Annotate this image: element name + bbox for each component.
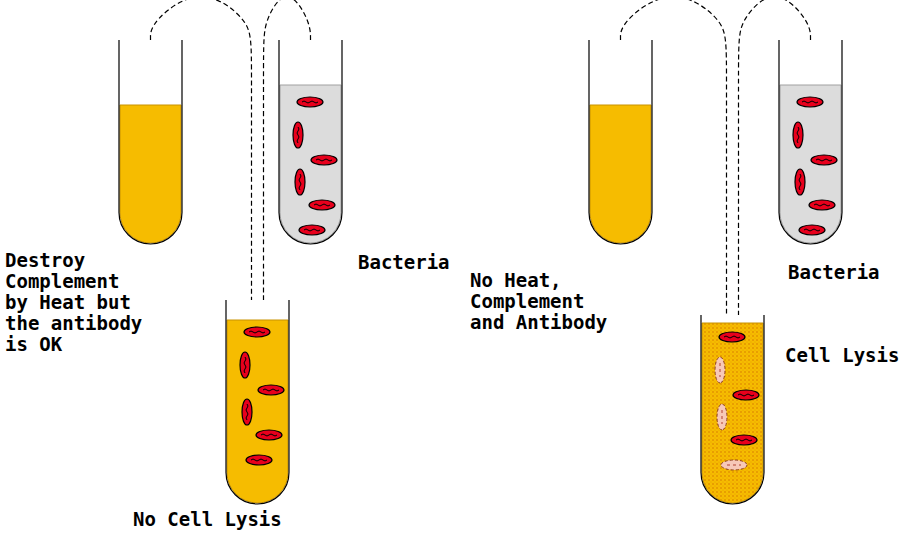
bacterium bbox=[311, 155, 337, 165]
bacterium bbox=[811, 155, 837, 165]
lysis-tube: Cell Lysis bbox=[700, 315, 765, 505]
test-tube bbox=[588, 40, 653, 245]
bacterium bbox=[242, 399, 252, 425]
liquid bbox=[590, 105, 651, 243]
tube-label: No Heat, Complement and Antibody bbox=[470, 270, 612, 333]
tube-label: Bacteria bbox=[358, 252, 450, 273]
bacterium bbox=[258, 385, 284, 395]
bacterium bbox=[809, 200, 835, 210]
bacterium bbox=[240, 352, 250, 378]
bacteria-tube: Bacteria bbox=[778, 40, 843, 245]
liquid bbox=[780, 85, 841, 243]
bacterium bbox=[309, 200, 335, 210]
bacterium bbox=[793, 122, 803, 148]
tube-outline bbox=[119, 40, 182, 244]
bacterium bbox=[244, 327, 270, 337]
mix-tube: No Cell Lysis bbox=[225, 300, 290, 505]
tube-outline bbox=[279, 40, 342, 244]
tube-label: Bacteria bbox=[788, 262, 880, 283]
bacterium bbox=[256, 430, 282, 440]
label-holder: Destroy Complement by Heat but the antib… bbox=[5, 250, 147, 355]
bacteria-tube: Bacteria bbox=[278, 40, 343, 245]
tube-label: Destroy Complement by Heat but the antib… bbox=[5, 250, 147, 355]
label-holder: Bacteria bbox=[358, 252, 450, 273]
liquid bbox=[702, 323, 763, 503]
test-tube bbox=[225, 300, 290, 505]
test-tube bbox=[118, 40, 183, 245]
label-holder: No Heat, Complement and Antibody bbox=[470, 270, 612, 333]
test-tube bbox=[278, 40, 343, 245]
serum-tube: No Heat, Complement and Antibody bbox=[588, 40, 653, 245]
liquid bbox=[120, 105, 181, 243]
bacterium bbox=[797, 97, 823, 107]
bacterium bbox=[297, 97, 323, 107]
test-tube bbox=[778, 40, 843, 245]
label-holder: No Cell Lysis bbox=[133, 509, 282, 530]
bacterium bbox=[733, 390, 759, 400]
tube-outline bbox=[226, 300, 289, 504]
bacterium bbox=[799, 225, 825, 235]
bacterium bbox=[717, 404, 727, 430]
bacterium bbox=[293, 122, 303, 148]
tube-outline bbox=[779, 40, 842, 244]
serum-tube: Destroy Complement by Heat but the antib… bbox=[118, 40, 183, 245]
liquid bbox=[227, 320, 288, 503]
tube-label: No Cell Lysis bbox=[133, 509, 282, 530]
bacterium bbox=[295, 169, 305, 195]
tube-label: Cell Lysis bbox=[785, 345, 899, 366]
bacterium bbox=[731, 435, 757, 445]
tube-outline bbox=[701, 315, 764, 504]
bacterium bbox=[299, 225, 325, 235]
label-holder: Cell Lysis bbox=[785, 345, 899, 366]
bacterium bbox=[795, 169, 805, 195]
bacterium bbox=[721, 460, 747, 470]
bacterium bbox=[719, 332, 745, 342]
bacterium bbox=[715, 357, 725, 383]
bacterium bbox=[246, 455, 272, 465]
liquid bbox=[280, 85, 341, 243]
test-tube bbox=[700, 315, 765, 505]
label-holder: Bacteria bbox=[788, 262, 880, 283]
tube-outline bbox=[589, 40, 652, 244]
